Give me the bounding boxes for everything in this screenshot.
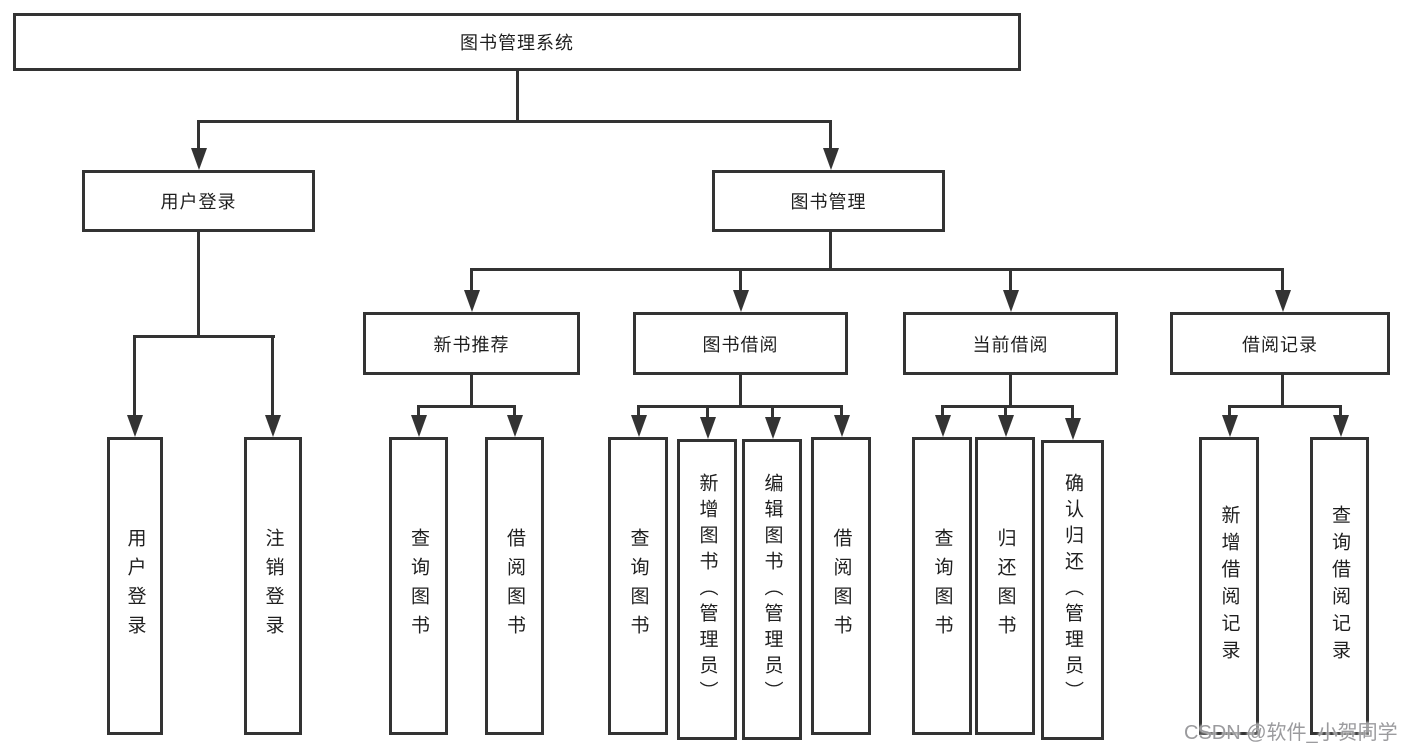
arrow-down-icon [417, 405, 420, 415]
connector-bookmgmt-stem [829, 232, 832, 268]
arrow-down-icon [840, 405, 843, 415]
node-new-book-recommend: 新书推荐 [363, 312, 580, 375]
node-borrow-records: 借阅记录 [1170, 312, 1390, 375]
connector-recommend-stem [470, 375, 473, 405]
leaf-confirm-return-admin-label: 确认归还（管理员） [1062, 473, 1083, 707]
arrow-down-icon [470, 268, 473, 290]
node-user-login-label: 用户登录 [160, 192, 237, 212]
connector-userlogin-hbar [133, 335, 275, 338]
node-borrow-records-label: 借阅记录 [1242, 334, 1318, 355]
connector-borrowing-hbar [637, 405, 843, 408]
leaf-add-book-admin: 新增图书（管理员） [677, 439, 737, 740]
leaf-query-borrow-record-label: 查询借阅记录 [1329, 505, 1350, 667]
arrow-down-icon [637, 405, 640, 415]
leaf-query-borrow-record: 查询借阅记录 [1310, 437, 1369, 735]
leaf-logout: 注销登录 [244, 437, 302, 735]
connector-recommend-hbar [417, 405, 516, 408]
node-current-borrowing-label: 当前借阅 [972, 334, 1049, 355]
arrow-down-icon [1339, 405, 1342, 415]
leaf-add-borrow-record: 新增借阅记录 [1199, 437, 1259, 735]
node-book-borrowing: 图书借阅 [633, 312, 848, 375]
arrow-down-icon [1004, 405, 1007, 415]
connector-bookmgmt-hbar [470, 268, 1284, 271]
arrow-down-icon [771, 405, 774, 417]
leaf-edit-book-admin: 编辑图书（管理员） [742, 439, 802, 740]
leaf-borrow-books-recommend-label: 借阅图书 [504, 528, 525, 644]
leaf-query-books-recommend: 查询图书 [389, 437, 448, 735]
arrow-down-icon [1228, 405, 1231, 415]
arrow-down-icon [829, 120, 832, 148]
leaf-borrow-books-recommend: 借阅图书 [485, 437, 544, 735]
connector-root-hbar [197, 120, 832, 123]
node-root: 图书管理系统 [13, 13, 1021, 71]
arrow-down-icon [513, 405, 516, 415]
connector-userlogin-stem [197, 232, 200, 335]
leaf-borrow-books-label: 借阅图书 [830, 528, 852, 644]
node-current-borrowing: 当前借阅 [903, 312, 1118, 375]
arrow-down-icon [941, 405, 944, 415]
leaf-query-books-current-label: 查询图书 [931, 528, 953, 644]
leaf-add-borrow-record-label: 新增借阅记录 [1218, 505, 1240, 667]
connector-root-stem [516, 71, 519, 120]
leaf-edit-book-admin-label: 编辑图书（管理员） [761, 472, 783, 707]
leaf-query-books-current: 查询图书 [912, 437, 972, 735]
leaf-query-books-borrowing: 查询图书 [608, 437, 668, 735]
arrow-down-icon [739, 268, 742, 290]
arrow-down-icon [706, 405, 709, 417]
node-new-book-recommend-label: 新书推荐 [433, 334, 510, 355]
leaf-query-books-recommend-label: 查询图书 [408, 528, 429, 644]
arrow-down-icon [271, 335, 274, 415]
arrow-down-icon [1009, 268, 1012, 290]
node-book-management: 图书管理 [712, 170, 945, 232]
leaf-logout-label: 注销登录 [262, 528, 284, 644]
arrow-down-icon [1281, 268, 1284, 290]
leaf-borrow-books: 借阅图书 [811, 437, 871, 735]
leaf-user-login-label: 用户登录 [124, 528, 146, 644]
csdn-watermark: CSDN @软件_小贺同学 [1184, 722, 1398, 744]
connector-borrowing-stem [739, 375, 742, 405]
node-book-management-label: 图书管理 [790, 192, 867, 212]
leaf-user-login: 用户登录 [107, 437, 163, 735]
node-root-label: 图书管理系统 [460, 33, 574, 53]
leaf-query-books-borrowing-label: 查询图书 [627, 528, 649, 644]
leaf-return-books: 归还图书 [975, 437, 1035, 735]
arrow-down-icon [1071, 405, 1074, 418]
arrow-down-icon [133, 335, 136, 415]
connector-current-hbar [941, 405, 1074, 408]
leaf-return-books-label: 归还图书 [994, 528, 1016, 644]
arrow-down-icon [197, 120, 200, 148]
connector-current-stem [1009, 375, 1012, 405]
node-book-borrowing-label: 图书借阅 [702, 334, 779, 355]
connector-records-stem [1281, 375, 1284, 405]
connector-records-hbar [1228, 405, 1342, 408]
node-user-login: 用户登录 [82, 170, 315, 232]
leaf-confirm-return-admin: 确认归还（管理员） [1041, 440, 1104, 740]
leaf-add-book-admin-label: 新增图书（管理员） [696, 472, 718, 707]
